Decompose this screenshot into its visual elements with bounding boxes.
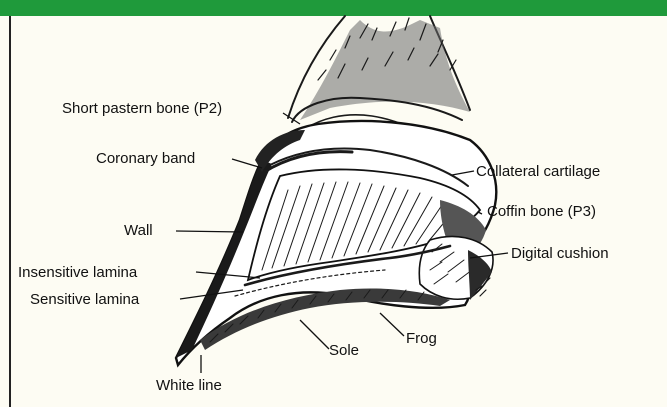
label-insensitive-lamina: Insensitive lamina [18, 264, 138, 281]
label-short-pastern-bone: Short pastern bone (P2) [62, 100, 222, 117]
label-collateral-cartilage: Collateral cartilage [476, 163, 600, 180]
label-digital-cushion: Digital cushion [511, 245, 609, 262]
label-frog: Frog [406, 330, 437, 347]
label-coronary-band: Coronary band [96, 150, 195, 167]
digital-cushion-shape [419, 236, 493, 300]
label-coffin-bone: Coffin bone (P3) [487, 203, 596, 220]
label-sensitive-lamina: Sensitive lamina [30, 291, 140, 308]
label-wall: Wall [124, 222, 153, 239]
label-white-line: White line [156, 377, 222, 394]
label-sole: Sole [329, 342, 359, 359]
